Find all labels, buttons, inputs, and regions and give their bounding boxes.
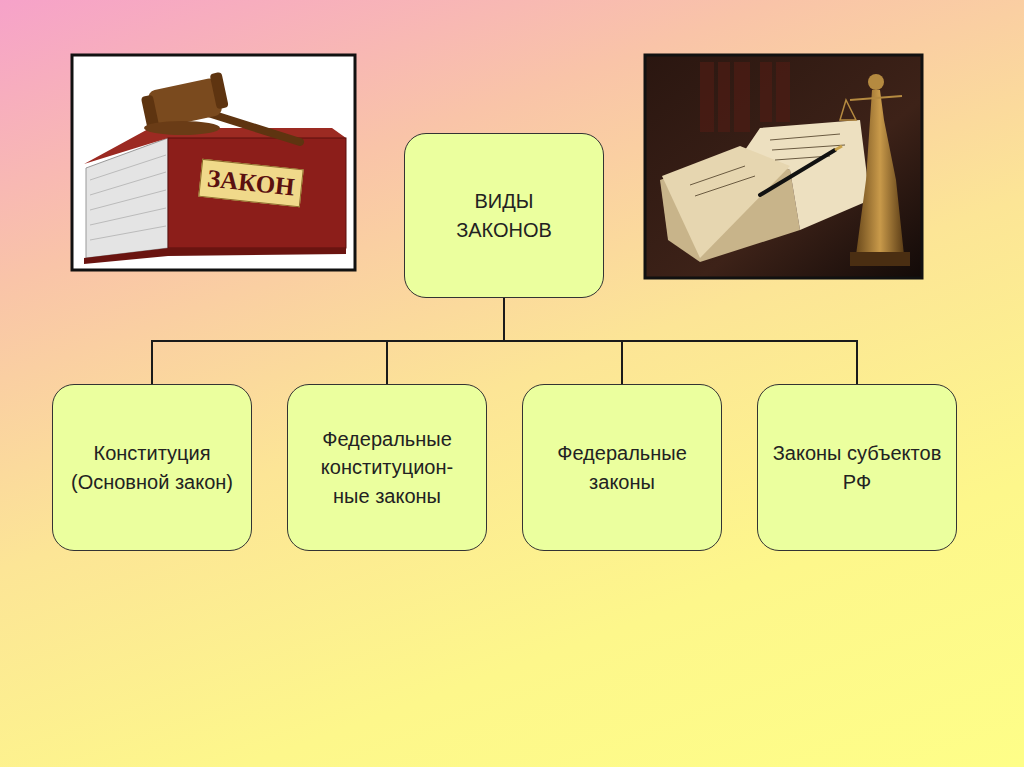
- law-type-box: Законы субъектов РФ: [757, 384, 957, 551]
- tree-connector: [504, 298, 857, 384]
- box-label: ВИДЫ ЗАКОНОВ: [444, 187, 564, 244]
- tree-connector: [152, 298, 504, 384]
- law-type-box: Федеральные конституцион- ные законы: [287, 384, 487, 551]
- box-label: Конституция (Основной закон): [67, 439, 237, 496]
- law-type-box: Конституция (Основной закон): [52, 384, 252, 551]
- law-book-photo: [72, 55, 355, 270]
- box-label: Федеральные законы: [537, 439, 707, 496]
- open-book-photo: [645, 55, 922, 278]
- box-label: Федеральные конституцион- ные законы: [302, 425, 472, 510]
- box-label: Законы субъектов РФ: [772, 439, 942, 496]
- law-type-box: ВИДЫ ЗАКОНОВ: [404, 133, 604, 298]
- law-type-box: Федеральные законы: [522, 384, 722, 551]
- tree-connector: [387, 298, 504, 384]
